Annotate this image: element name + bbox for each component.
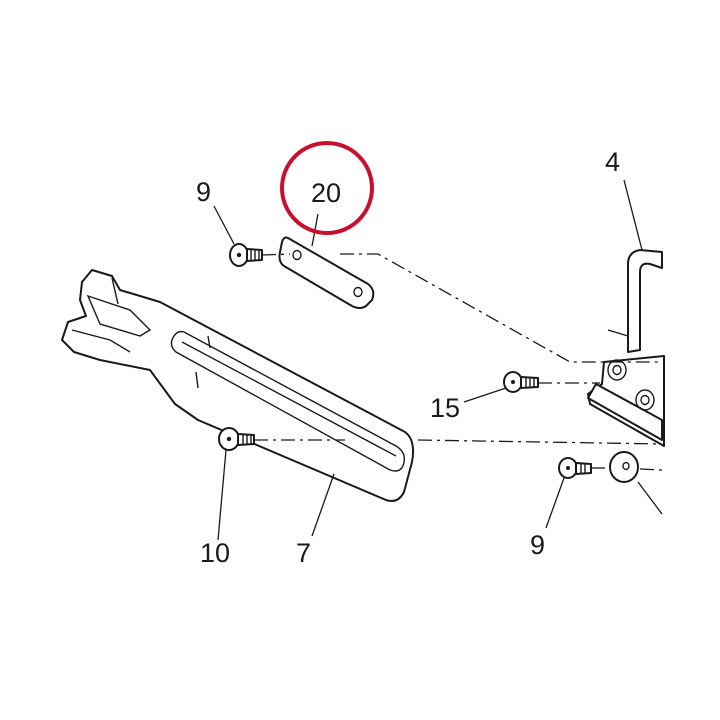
callout-15: 15 [430,393,460,423]
callouts: 9 20 4 15 10 7 9 [196,147,620,568]
washer [609,451,639,483]
arm-part-7 [61,269,415,502]
callout-9-bottom: 9 [530,530,545,560]
highlight-ring [280,141,374,235]
plate-part-20 [278,236,375,309]
callout-10: 10 [200,538,230,568]
screw-15 [503,371,539,393]
screw-9-top [229,243,263,267]
screw-10 [218,427,255,451]
assembly-lines [254,253,663,471]
callout-4: 4 [605,147,620,177]
callout-7: 7 [296,538,311,568]
leader-lines [213,179,663,541]
callout-9-top: 9 [196,177,211,207]
bracket-part-4 [587,249,665,447]
screw-9-bottom [558,457,592,479]
callout-20: 20 [311,178,341,208]
